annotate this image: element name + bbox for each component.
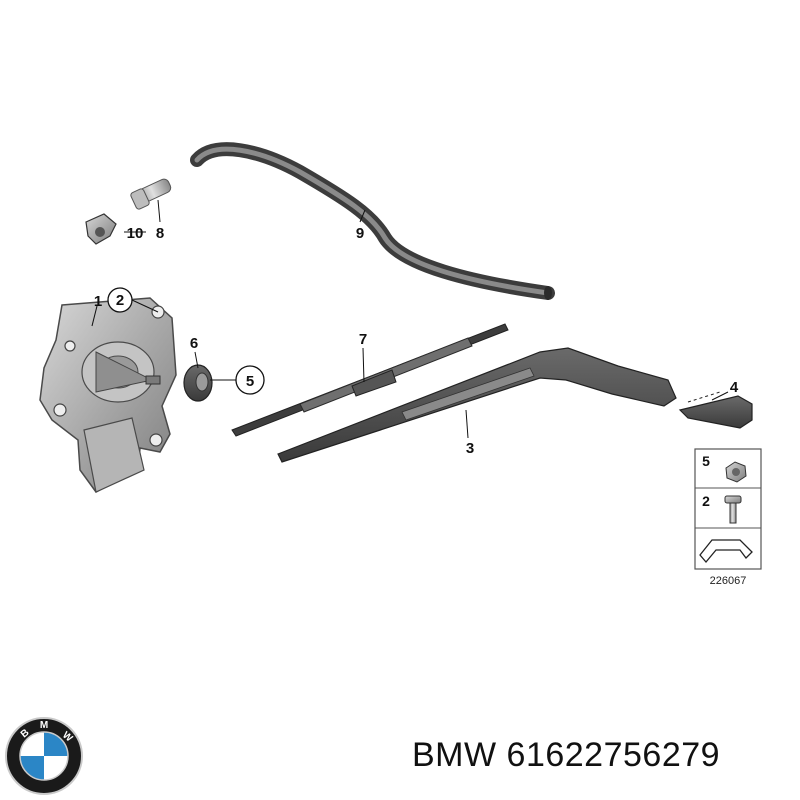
callout-6: 6 xyxy=(190,335,198,352)
callout-2: 2 xyxy=(116,292,124,309)
callout-9: 9 xyxy=(356,225,364,242)
callout-10: 10 xyxy=(127,225,144,242)
washer-hose-icon xyxy=(190,142,555,300)
arm-cover-icon xyxy=(678,391,753,429)
reference-number: 226067 xyxy=(710,575,747,587)
legend-number-2: 2 xyxy=(702,493,710,509)
callout-7: 7 xyxy=(359,331,367,348)
connector-icon xyxy=(130,178,172,210)
brand-name: BMW xyxy=(412,736,497,774)
bmw-logo-icon: B M W xyxy=(5,717,83,795)
nozzle-icon xyxy=(85,213,117,245)
callout-5: 5 xyxy=(246,373,254,390)
part-number: 61622756279 xyxy=(506,736,721,774)
hex-nut-icon xyxy=(725,461,747,483)
legend-number-5: 5 xyxy=(702,453,710,469)
callout-3: 3 xyxy=(466,440,474,457)
callout-2-circle xyxy=(107,287,133,313)
callout-8: 8 xyxy=(156,225,164,242)
seal-icon xyxy=(183,364,213,402)
surface-symbol-icon xyxy=(699,539,753,564)
wiper-arm-icon xyxy=(277,347,677,463)
wiper-motor-icon xyxy=(39,297,177,493)
wiper-blade-icon xyxy=(231,323,509,437)
callout-1: 1 xyxy=(94,293,102,310)
callout-5-circle xyxy=(235,365,265,395)
svg-text:M: M xyxy=(40,720,48,731)
legend-panel: 5 2 xyxy=(694,448,762,570)
bolt-icon xyxy=(724,495,742,524)
callout-4: 4 xyxy=(730,379,739,396)
leader-lines xyxy=(91,199,729,439)
caption: BMW 61622756279 xyxy=(412,736,720,775)
